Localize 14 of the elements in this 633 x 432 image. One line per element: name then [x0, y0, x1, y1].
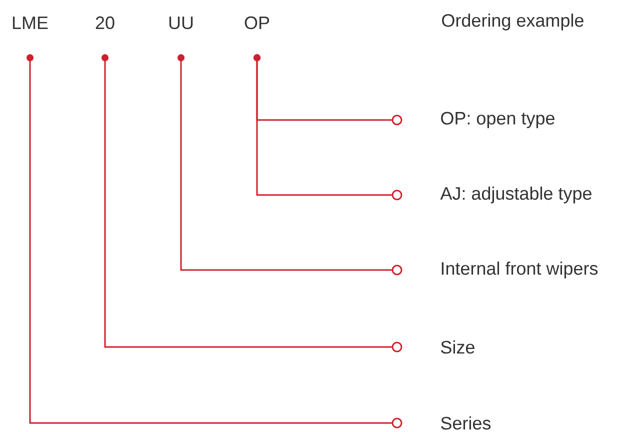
code-label: 20	[96, 16, 114, 30]
connector-line	[178, 54, 402, 276]
option-label: Size	[441, 340, 474, 354]
option-label: Series	[441, 416, 491, 430]
heading: Ordering example	[442, 14, 584, 30]
connector-line	[254, 54, 402, 200]
code-label: OP	[244, 16, 270, 30]
option-label: OP: open type	[441, 112, 554, 128]
code-label: LME	[12, 16, 48, 29]
connector-line	[26, 54, 402, 428]
option-label: Internal front wipers	[442, 262, 598, 278]
code-label: UU	[169, 16, 193, 30]
option-label: AJ: adjustable type	[440, 186, 592, 204]
connector-line	[102, 54, 402, 352]
